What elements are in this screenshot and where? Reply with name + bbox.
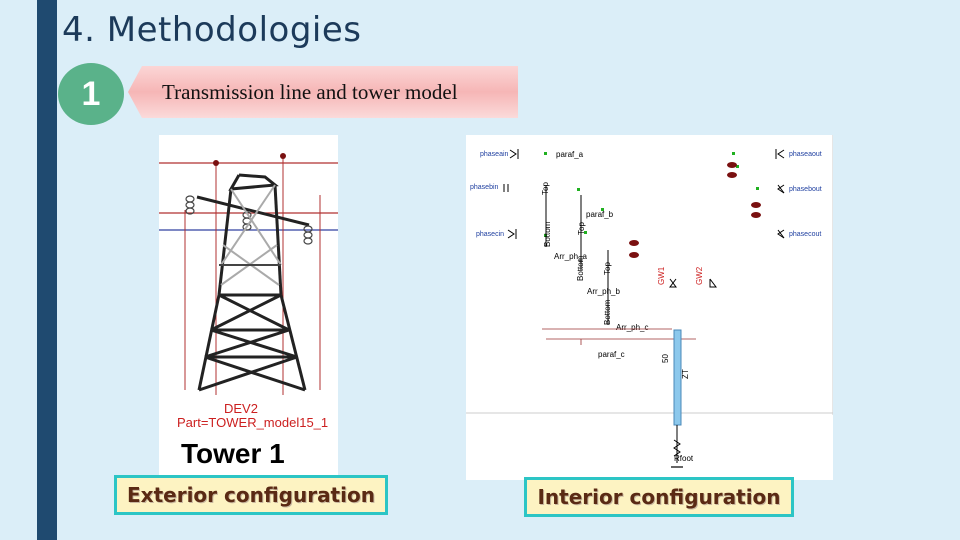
exterior-model-panel: DEV2 Part=TOWER_model15_1 Tower 1 [159, 135, 338, 480]
slide-title: 4. Methodologies [62, 10, 362, 50]
port-phasebout: phasebout [789, 186, 822, 193]
tower-drawing: DEV2 Part=TOWER_model15_1 Tower 1 [159, 153, 338, 469]
label-top-2: Top [577, 222, 586, 235]
port-phaseaout: phaseaout [789, 151, 822, 158]
step-number-badge: 1 [58, 63, 124, 125]
label-arr-ph-a: Arr_ph_a [554, 252, 587, 261]
port-phasebin: phasebin [470, 184, 499, 191]
label-bottom-1: Bottom [543, 221, 552, 247]
label-bottom-3: Bottom [603, 299, 612, 325]
interior-caption: Interior configuration [524, 477, 794, 517]
label-zt: ZT [681, 369, 690, 379]
dev-label: DEV2 [224, 401, 258, 416]
step-heading-text: Transmission line and tower model [162, 80, 458, 104]
port-phasecout: phasecout [789, 231, 821, 238]
label-rfoot: Rfoot [674, 454, 694, 463]
exterior-caption: Exterior configuration [114, 475, 388, 515]
tower-label: Tower 1 [181, 438, 285, 469]
left-accent-bar [37, 0, 57, 540]
port-phasecin: phasecin [476, 231, 504, 238]
step-heading-banner [128, 66, 518, 118]
interior-schematic-panel: phaseain phasebin phasecin phaseaout pha… [466, 135, 834, 480]
label-gw1: GW1 [657, 266, 666, 285]
label-arr-ph-c: Arr_ph_c [616, 323, 648, 332]
label-paraf-b: paraf_b [586, 210, 614, 219]
label-gw2: GW2 [695, 266, 704, 285]
label-arr-ph-b: Arr_ph_b [587, 287, 620, 296]
label-paraf-c: paraf_c [598, 350, 625, 359]
port-phaseain: phaseain [480, 151, 509, 158]
label-50: 50 [661, 354, 670, 363]
label-paraf-a: paraf_a [556, 150, 584, 159]
part-label: Part=TOWER_model15_1 [177, 415, 328, 430]
label-bottom-2: Bottom [576, 255, 585, 281]
schematic-drawing: phaseain phasebin phasecin phaseaout pha… [466, 135, 834, 468]
label-top-3: Top [603, 262, 612, 275]
label-top-1: Top [541, 182, 550, 195]
